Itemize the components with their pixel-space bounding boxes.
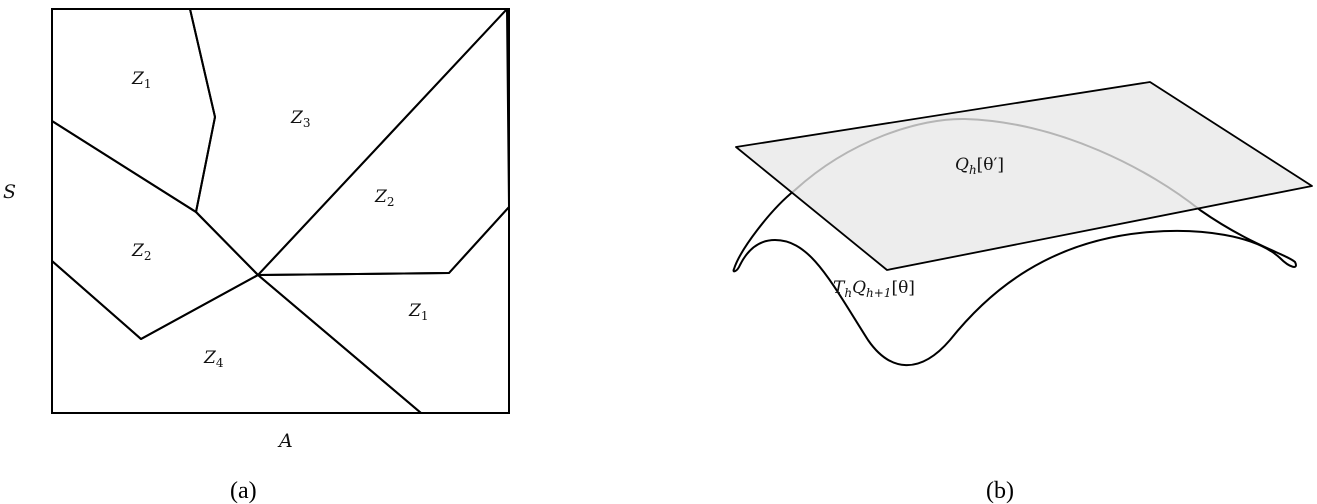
caption-a: (a) (230, 478, 257, 504)
region-z2-right (257, 8, 510, 276)
state-action-box (51, 8, 510, 414)
region-z1-top-left (51, 8, 216, 213)
curve-label: ThQh+1[θ] (833, 278, 915, 300)
region-z3 (189, 8, 508, 276)
region-label: Z3 (290, 108, 310, 130)
caption-b: (b) (986, 478, 1014, 504)
region-z4 (51, 260, 422, 414)
region-label: Z2 (131, 241, 151, 263)
region-label: Z1 (131, 69, 151, 91)
x-axis-label: A (277, 430, 293, 452)
region-label: Z2 (374, 187, 394, 209)
region-z2-left (51, 120, 259, 340)
q-function-plane (735, 81, 1313, 271)
panel-b-surface-diagram: Qh[θ′] ThQh+1[θ] (b) (732, 81, 1313, 504)
y-axis-label: S (3, 181, 16, 203)
region-label: Z1 (408, 301, 428, 323)
region-label: Z4 (203, 348, 224, 370)
panel-a-partition-diagram: Z1 Z3 Z2 Z1 Z2 Z4 S A (a) (3, 8, 510, 504)
plane-label: Qh[θ′] (955, 155, 1004, 177)
